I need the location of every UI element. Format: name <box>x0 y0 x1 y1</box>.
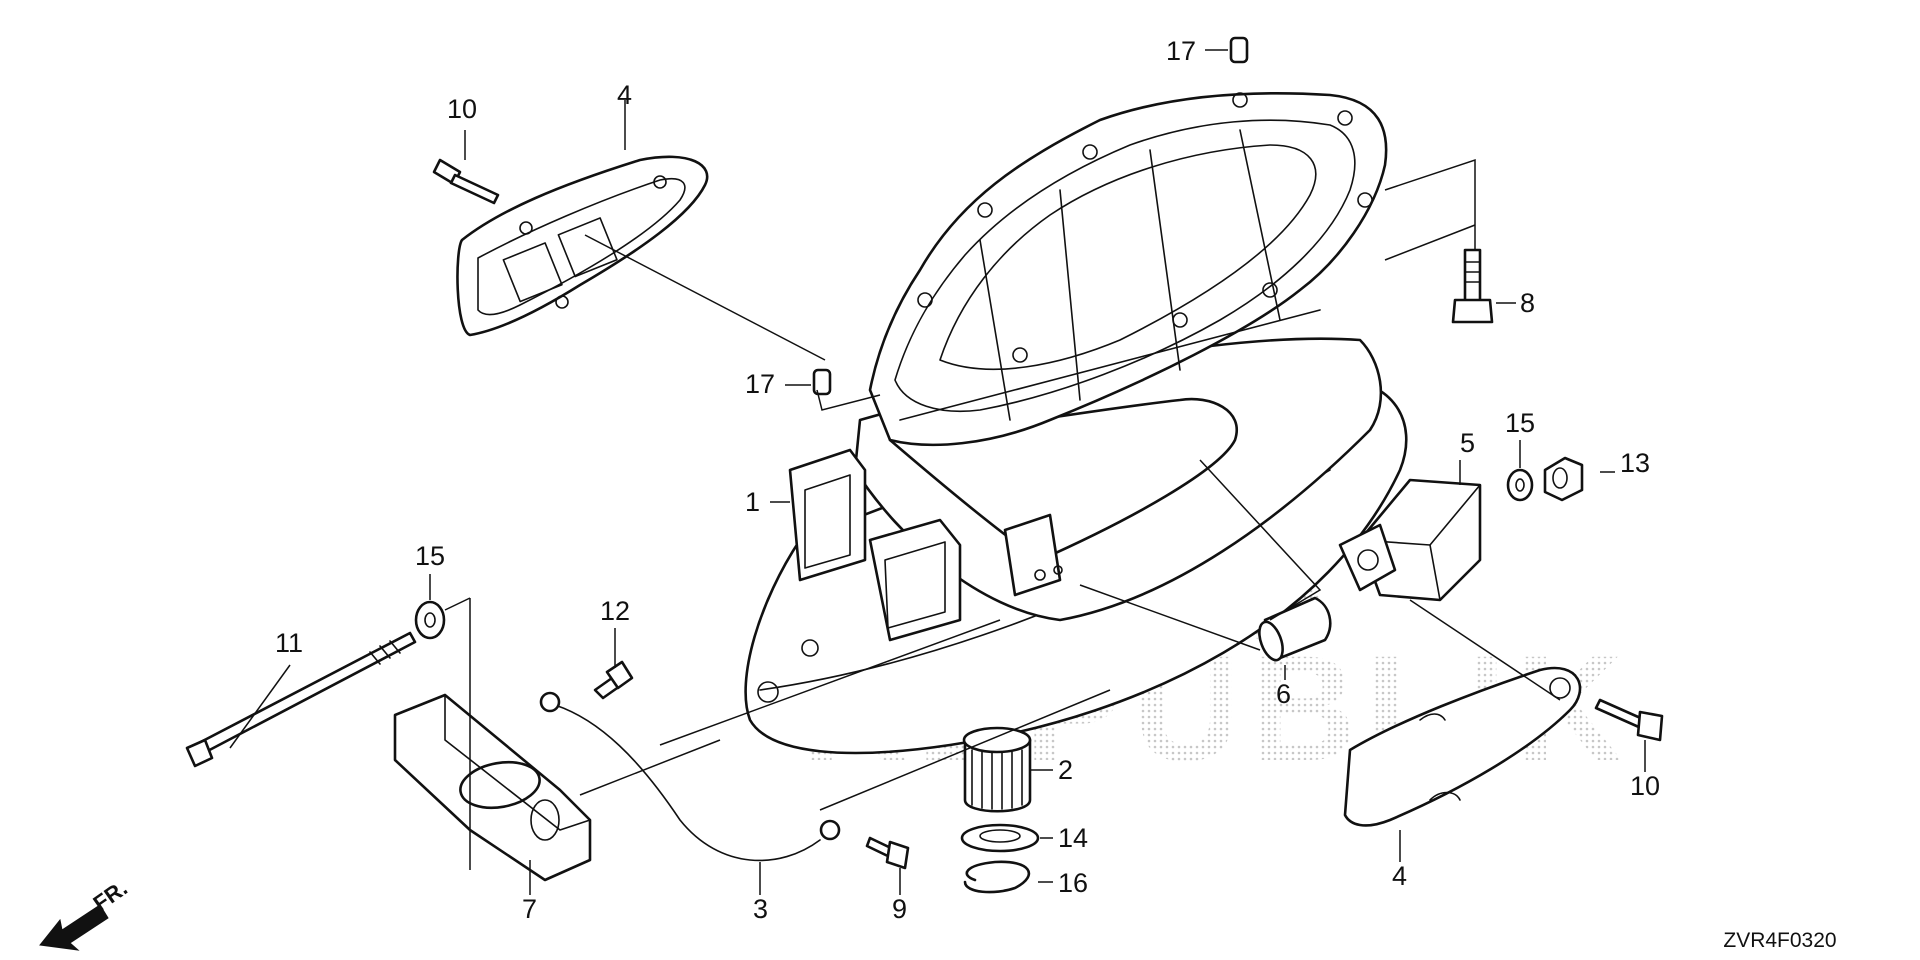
oil-seal-part <box>960 823 1040 853</box>
callout-10-lower: 10 <box>1630 771 1660 801</box>
mount-block-part <box>1338 478 1482 602</box>
nut-part <box>1543 456 1584 502</box>
callouts: 1 2 3 4 4 5 6 7 8 9 10 10 11 12 13 14 15… <box>275 36 1660 924</box>
extension-case-part <box>744 91 1408 755</box>
callout-3: 3 <box>753 894 768 924</box>
callout-15-left: 15 <box>415 541 445 571</box>
callout-4-lower: 4 <box>1392 861 1407 891</box>
callout-6: 6 <box>1276 679 1291 709</box>
dowel-top-part <box>1229 36 1249 64</box>
bracket-part <box>393 693 592 882</box>
callout-13: 13 <box>1620 448 1650 478</box>
front-direction-indicator: FR. <box>39 875 132 951</box>
bolt-8-part <box>1451 248 1494 324</box>
callout-2: 2 <box>1058 755 1073 785</box>
washer-right-part <box>1506 468 1534 502</box>
ground-cable-part <box>539 691 841 862</box>
callout-10-upper: 10 <box>447 94 477 124</box>
callout-leaders <box>229 49 1646 895</box>
cover-plate-lower-part <box>1343 666 1582 827</box>
drawing-code: ZVR4F0320 <box>1723 929 1836 952</box>
needle-bearing-part <box>962 726 1032 813</box>
washer-left-part <box>414 600 446 640</box>
callout-15-right: 15 <box>1505 408 1535 438</box>
callout-5: 5 <box>1460 428 1475 458</box>
callout-17-left: 17 <box>745 369 775 399</box>
callout-9: 9 <box>892 894 907 924</box>
cover-plate-upper-part <box>456 155 709 337</box>
callout-14: 14 <box>1058 823 1088 853</box>
front-arrow-icon <box>39 904 109 951</box>
reference-lines <box>444 158 1561 870</box>
callout-7: 7 <box>522 894 537 924</box>
callout-4-upper: 4 <box>617 80 632 110</box>
long-bolt-part <box>185 631 417 768</box>
bolt-10-left-part <box>432 158 500 205</box>
callout-11: 11 <box>275 628 303 658</box>
callout-1: 1 <box>745 487 760 517</box>
bolt-9-part <box>865 836 910 870</box>
circlip-part <box>963 860 1031 894</box>
callout-8: 8 <box>1520 288 1535 318</box>
callout-12: 12 <box>600 596 630 626</box>
callout-17-top: 17 <box>1166 36 1196 66</box>
bolt-10-right-part <box>1594 698 1664 742</box>
callout-16: 16 <box>1058 868 1088 898</box>
dowel-left-part <box>812 368 832 396</box>
bolt-12-part <box>593 660 634 700</box>
